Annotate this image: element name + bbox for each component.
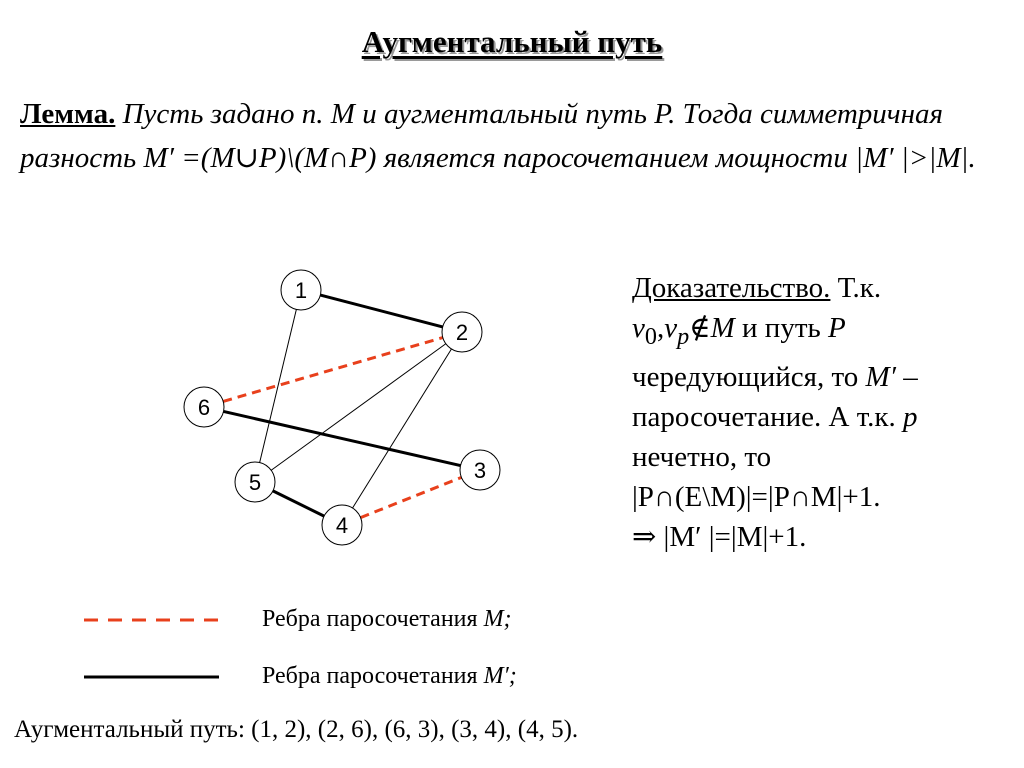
proof-text: Т.к. <box>837 272 882 304</box>
node-label-5: 5 <box>249 470 261 495</box>
proof-line-3: чередующийся, то M′ – <box>632 357 1012 397</box>
legend-dashed-label: Ребра паросочетания M; <box>262 606 512 632</box>
node-3 <box>459 449 501 491</box>
var-v0: v <box>632 312 645 344</box>
proof-block: Доказательство. Т.к. v0,vp∉M и путь P че… <box>632 268 1012 557</box>
graph-nodes: 1 2 3 4 5 6 <box>183 269 501 546</box>
node-2 <box>441 311 483 353</box>
edge-1-5 <box>259 309 297 463</box>
proof-text: и путь <box>734 312 828 344</box>
proof-text: паросочетание. А т.к. <box>632 400 904 433</box>
proof-line-7: ⇒ |M′ |=|M|+1. <box>632 520 807 553</box>
lemma-text: Пусть задано п. M и аугментальный путь P… <box>20 98 976 174</box>
legend-solid-line <box>84 675 219 679</box>
node-label-2: 2 <box>456 320 468 345</box>
edge-1-2 <box>319 293 444 329</box>
edge-5-4 <box>272 489 325 518</box>
node-label-6: 6 <box>198 395 210 420</box>
lemma-block: Лемма. Пусть задано п. M и аугментальный… <box>20 92 1010 180</box>
node-4 <box>321 504 363 546</box>
node-label-4: 4 <box>336 513 348 538</box>
node-6 <box>183 386 225 428</box>
proof-text: чередующийся, то <box>632 360 866 393</box>
edge-4-3 <box>360 476 462 519</box>
slide-title: Аугментальный путь <box>361 24 663 59</box>
augmenting-path-list: Аугментальный путь: (1, 2), (2, 6), (6, … <box>14 716 579 743</box>
comma: , <box>656 312 665 344</box>
graph-diagram: 1 2 3 4 5 6 <box>183 269 501 546</box>
var-M-prime: M′ <box>865 360 897 393</box>
var-p: p <box>903 400 918 433</box>
proof-line-1: Доказательство. Т.к. <box>632 268 1012 308</box>
node-label-3: 3 <box>474 458 486 483</box>
graph-edges <box>222 293 462 519</box>
edge-6-2 <box>222 336 444 403</box>
var-vp: v <box>664 312 678 344</box>
proof-line-6: |P∩(E\M)|=|P∩M|+1. <box>632 480 881 513</box>
proof-line-5: нечетно, то <box>632 440 772 473</box>
node-label-1: 1 <box>295 278 307 303</box>
var-P: P <box>827 312 846 344</box>
edge-2-5 <box>270 343 447 471</box>
sub-p: p <box>677 322 690 350</box>
proof-line-4: паросочетание. А т.к. p <box>632 397 1012 437</box>
edge-6-3 <box>223 409 461 468</box>
sub-0: 0 <box>644 322 657 350</box>
legend-dashed-line <box>84 618 219 622</box>
proof-heading: Доказательство. <box>632 272 831 304</box>
lemma-heading: Лемма. <box>20 98 116 130</box>
dash: – <box>896 360 918 393</box>
proof-line-2: v0,vp∉M и путь P <box>632 308 1012 357</box>
edge-2-4 <box>352 348 452 509</box>
legend-solid-label: Ребра паросочетания M′; <box>262 663 517 689</box>
node-5 <box>234 461 276 503</box>
node-1 <box>280 269 322 311</box>
notin-M: ∉M <box>689 312 735 344</box>
